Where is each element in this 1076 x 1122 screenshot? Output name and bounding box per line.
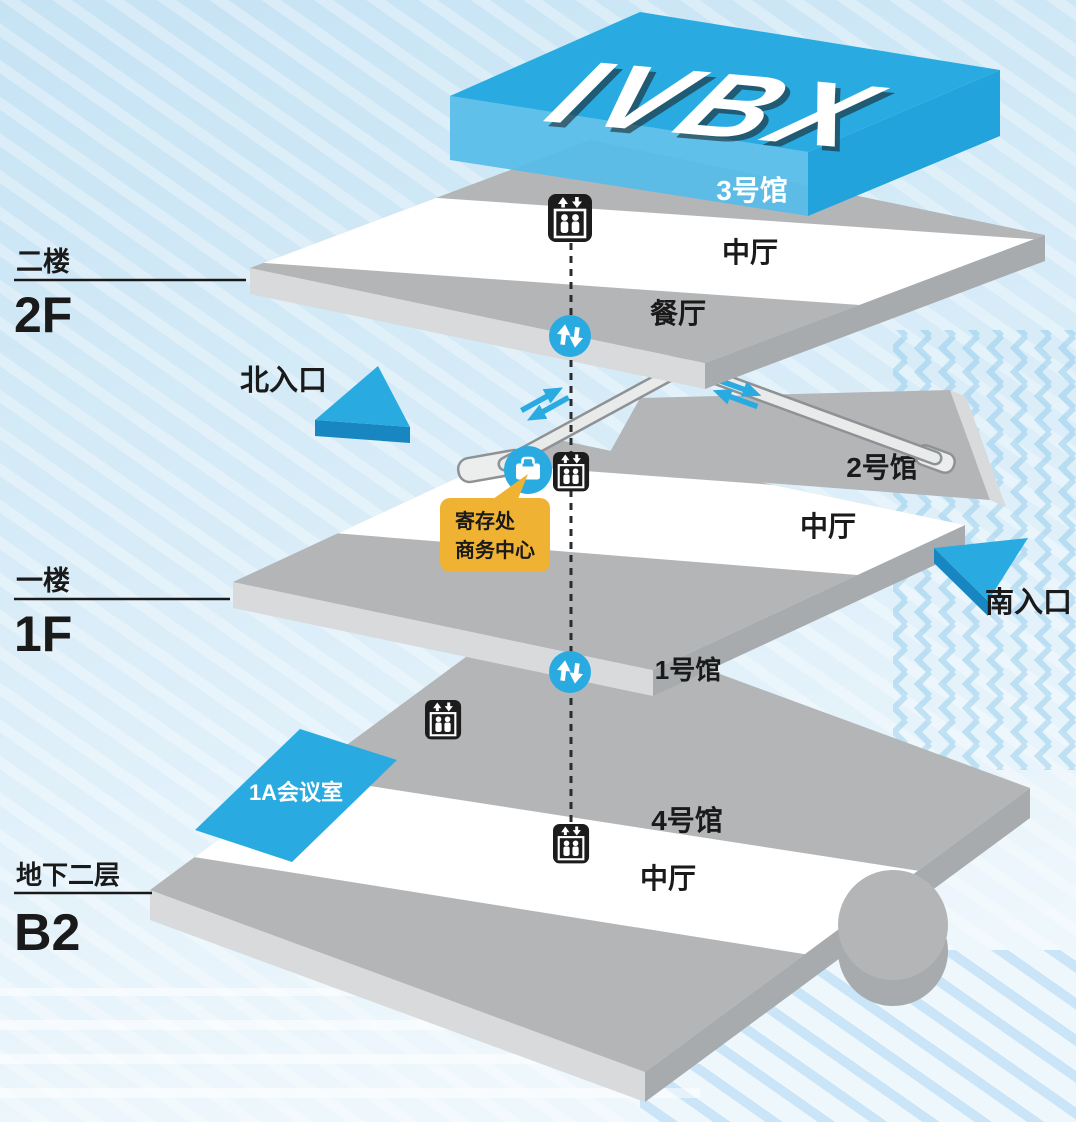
- hall3-label: 3号馆: [716, 174, 788, 206]
- floorB2-code: B2: [14, 904, 80, 962]
- b2-side-right: [645, 788, 1030, 1102]
- floor1-name-zh: 一楼: [16, 566, 70, 596]
- south-arrow-icon: [934, 538, 1028, 601]
- south-entrance-label: 南入口: [985, 586, 1072, 619]
- b2-central-hall-band: [150, 752, 1030, 990]
- b2-central-hall-label: 中厅: [640, 863, 696, 894]
- south-entrance: 南入口: [934, 538, 1072, 619]
- meeting-room-1a-label: 1A会议室: [249, 780, 343, 805]
- hall3-box-front: [450, 96, 808, 216]
- callout-line1: 寄存处: [455, 509, 516, 533]
- escalator-circle-1f-b2: [549, 651, 591, 693]
- floorB2-name-zh: 地下二层: [16, 860, 120, 890]
- floor2-name-zh: 二楼: [16, 247, 70, 277]
- elevator-icon-b2-left: [423, 698, 463, 741]
- callout-box: [440, 498, 550, 572]
- b2-bump-top: [838, 870, 948, 980]
- floor-label-1f: 一楼 1F: [14, 566, 230, 662]
- escalator-circle-2f-1f: [549, 315, 591, 357]
- elevator-icon-2f: [546, 192, 594, 244]
- elevator-icon-b2-center: [551, 822, 591, 865]
- luggage-circle: [504, 446, 552, 494]
- callout-tail: [486, 474, 528, 504]
- floor-label-2f: 二楼 2F: [14, 247, 246, 343]
- hall3-box-right: [808, 70, 1000, 216]
- north-entrance: 北入口: [240, 364, 410, 443]
- hall4-label: 4号馆: [651, 804, 723, 836]
- 1f-side-front-right: [653, 525, 965, 696]
- hall3-box-top: [450, 12, 1000, 152]
- hall3-box: IVBX IVBX 3号馆: [450, 12, 1000, 216]
- 2f-side-front-right: [705, 235, 1045, 389]
- north-arrow-side: [315, 420, 410, 443]
- 2f-central-hall-label: 中厅: [722, 237, 778, 268]
- 1f-side-front-left: [233, 582, 653, 696]
- floor1-code: 1F: [14, 606, 72, 662]
- meeting-room-1a: [195, 729, 397, 862]
- hall2-label: 2号馆: [846, 451, 918, 483]
- 2f-central-hall-band: [250, 185, 1045, 318]
- floor-slab-b2: 1A会议室 4号馆 中厅: [150, 606, 1030, 1102]
- b2-side-front: [150, 890, 645, 1102]
- north-entrance-label: 北入口: [240, 364, 327, 397]
- north-arrow-icon: [315, 366, 410, 427]
- floor-slab-2f: 中厅 餐厅 IVBX IVBX 3号馆: [250, 12, 1045, 389]
- south-arrow-side: [934, 548, 988, 616]
- hall1-label: 1号馆: [655, 655, 721, 685]
- restaurant-label: 餐厅: [650, 298, 706, 329]
- callout-line2: 商务中心: [455, 538, 535, 562]
- floor-label-b2: 地下二层 B2: [14, 860, 152, 962]
- 2f-side-front-left: [250, 268, 705, 389]
- hall2-annex-side: [950, 390, 1006, 507]
- floor2-code: 2F: [14, 287, 72, 343]
- luggage-icon: [516, 456, 540, 480]
- deposit-callout: 寄存处 商务中心: [440, 474, 550, 572]
- elevator-icon-1f: [551, 450, 591, 493]
- 1f-central-hall-label: 中厅: [800, 511, 856, 542]
